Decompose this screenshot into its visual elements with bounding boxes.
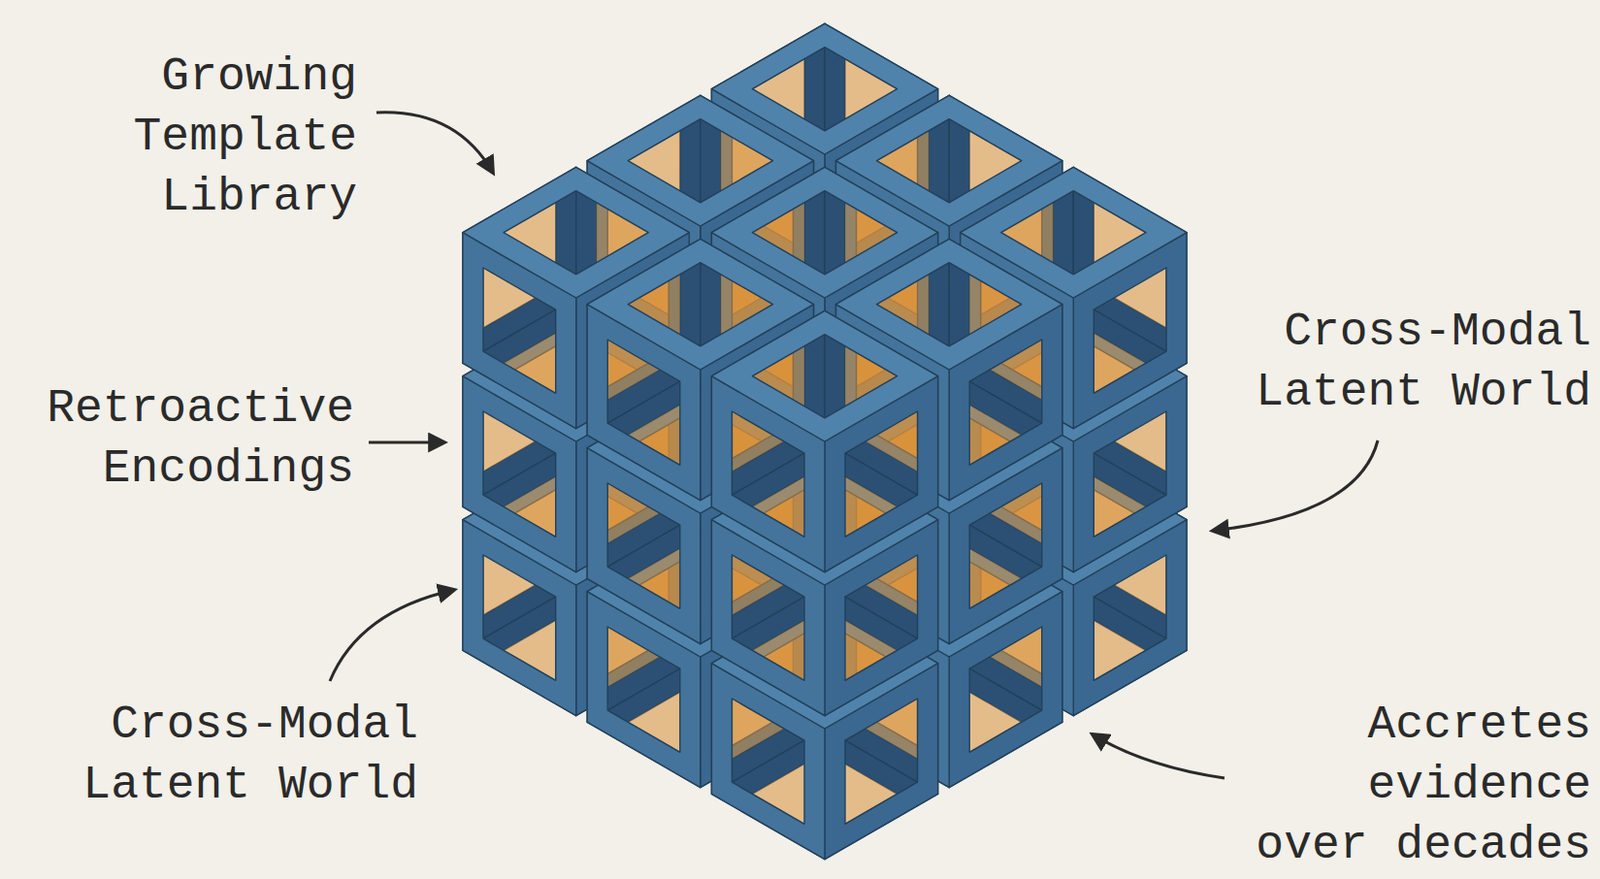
callout-label: Growing Template Library (125, 46, 358, 228)
callout-label: Accretes evidence over decades (1247, 694, 1592, 876)
callout-label: Cross-Modal Latent World (74, 694, 419, 816)
leader-line (376, 112, 493, 173)
cube-face (711, 310, 938, 442)
leader-line (368, 441, 445, 445)
leader-line (1092, 734, 1225, 779)
callout-label: Cross-Modal Latent World (1247, 301, 1592, 423)
leader-line (329, 589, 455, 682)
callout-label: Retroactive Encodings (38, 378, 355, 499)
leader-line (1212, 440, 1378, 531)
